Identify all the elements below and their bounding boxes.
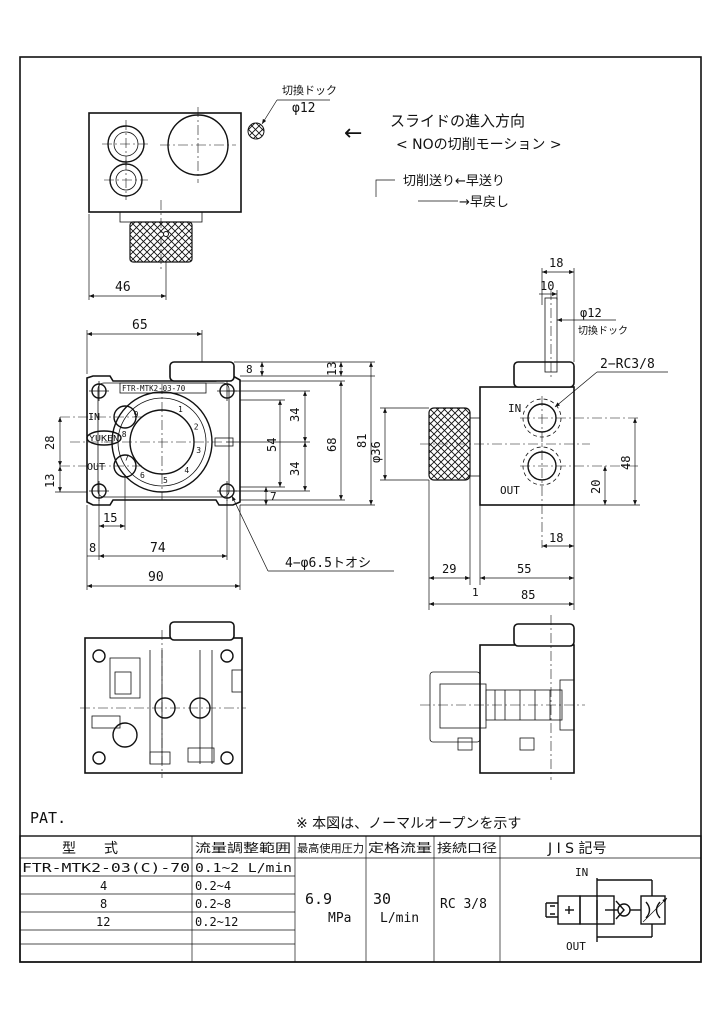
front-knob	[169, 361, 235, 382]
dim-28: 28	[43, 436, 57, 450]
dial-digit: 6	[140, 471, 145, 480]
side-out-label: OUT	[500, 484, 520, 497]
dial-digit: 2	[194, 423, 199, 432]
header-range: 流量調整範囲	[195, 840, 291, 855]
flow-value: 30	[373, 890, 391, 908]
front-in-label: IN	[88, 412, 100, 423]
jis-out: OUT	[566, 940, 586, 953]
dim-54: 54	[265, 438, 279, 452]
side-knob-top	[513, 361, 575, 388]
dim-90: 90	[148, 570, 164, 585]
dim-85: 85	[521, 588, 535, 602]
dim-55: 55	[517, 562, 531, 576]
slide-arrow: ←	[344, 121, 362, 146]
dim-13-top: 13	[325, 362, 339, 376]
port-size: RC 3/8	[440, 897, 487, 912]
dim-36: φ36	[369, 441, 383, 463]
range-row-0: 0.1~2 L/min	[195, 861, 292, 875]
header-flow: 定格流量	[368, 840, 432, 855]
jis-symbol	[545, 878, 668, 942]
model-row-3: 12	[96, 915, 110, 929]
spec-table	[19, 835, 702, 963]
dial-digit: 8	[122, 430, 127, 439]
dim-74: 74	[150, 541, 166, 556]
header-jis: J I S 記号	[547, 840, 607, 857]
top-dog-circle	[247, 99, 330, 140]
dim-13-left: 13	[43, 474, 57, 488]
dim-18-top: 18	[549, 256, 563, 270]
header-port: 接続口径	[437, 840, 497, 855]
model-row-1: 4	[100, 879, 107, 893]
top-dog-dia: φ12	[292, 101, 315, 116]
dim-20: 20	[589, 480, 603, 494]
side-in-label: IN	[508, 402, 521, 415]
top-dog-label: 切換ドック	[282, 84, 337, 97]
dim-15: 15	[103, 511, 117, 525]
dim-34a: 34	[288, 408, 302, 422]
model-row-2: 8	[100, 897, 107, 911]
dial-digit: 5	[163, 476, 168, 485]
dim-48: 48	[619, 456, 633, 470]
side-dog-label: 切換ドック	[578, 325, 628, 337]
dim-18-bottom: 18	[549, 531, 563, 545]
flow-unit: L/min	[380, 911, 419, 926]
range-row-2: 0.2~8	[195, 897, 231, 911]
pat-label: PAT.	[30, 809, 66, 827]
dim-34b: 34	[288, 462, 302, 476]
header-model: 型 式	[62, 841, 118, 857]
range-row-1: 0.2~4	[195, 879, 231, 893]
dim-8-top: 8	[246, 363, 253, 376]
dim-7: 7	[270, 490, 277, 503]
brand-label: YUKEN	[89, 434, 119, 443]
front-dial	[104, 384, 222, 500]
normal-open-note: ※ 本図は、ノーマルオープンを示す	[296, 816, 521, 832]
model-row-0: FTR-MTK2-03(C)-70	[22, 861, 190, 875]
dial-digit: 7	[124, 454, 129, 463]
header-pressure: 最高使用圧力	[297, 841, 364, 855]
dim-8-bottom: 8	[89, 541, 96, 555]
feed-line1: 切削送り←早送り	[403, 174, 505, 189]
dial-digit: 3	[196, 446, 201, 455]
dim-68: 68	[325, 438, 339, 452]
dim-10: 10	[540, 279, 554, 293]
dim-29: 29	[442, 562, 456, 576]
holes-label: 4−φ6.5トオシ	[285, 556, 371, 571]
top-view: 切換ドック φ12 ← スライドの進入方向 < NOの切削モーション > 切削送…	[88, 84, 562, 300]
side-view: IN OUT 2−RC3/8 18 10 φ12 切換ドック φ36 48 20…	[369, 256, 668, 610]
dim-81: 81	[355, 434, 369, 448]
front-out-label: OUT	[87, 462, 105, 473]
pressure-value: 6.9	[305, 890, 332, 908]
jis-in: IN	[575, 866, 588, 879]
dim-46: 46	[115, 280, 131, 295]
side-dog-dia: φ12	[580, 306, 602, 320]
top-dial	[160, 107, 236, 183]
front-section-view	[80, 621, 246, 778]
range-row-3: 0.2~12	[195, 915, 238, 929]
dim-1: 1	[472, 586, 479, 599]
nameplate: FTR-MTK2-03-70	[122, 384, 186, 393]
dim-65: 65	[132, 318, 148, 333]
side-section-view	[420, 615, 585, 780]
slide-title: スライドの進入方向	[390, 112, 525, 130]
dial-digit: 1	[178, 405, 183, 414]
port-label: 2−RC3/8	[600, 357, 655, 372]
pressure-unit: MPa	[328, 911, 351, 926]
feed-line2: →早戻し	[459, 195, 509, 210]
top-port-lower	[104, 160, 148, 200]
dial-digit: 4	[184, 466, 189, 475]
mode-label: < NOの切削モーション >	[396, 137, 562, 153]
